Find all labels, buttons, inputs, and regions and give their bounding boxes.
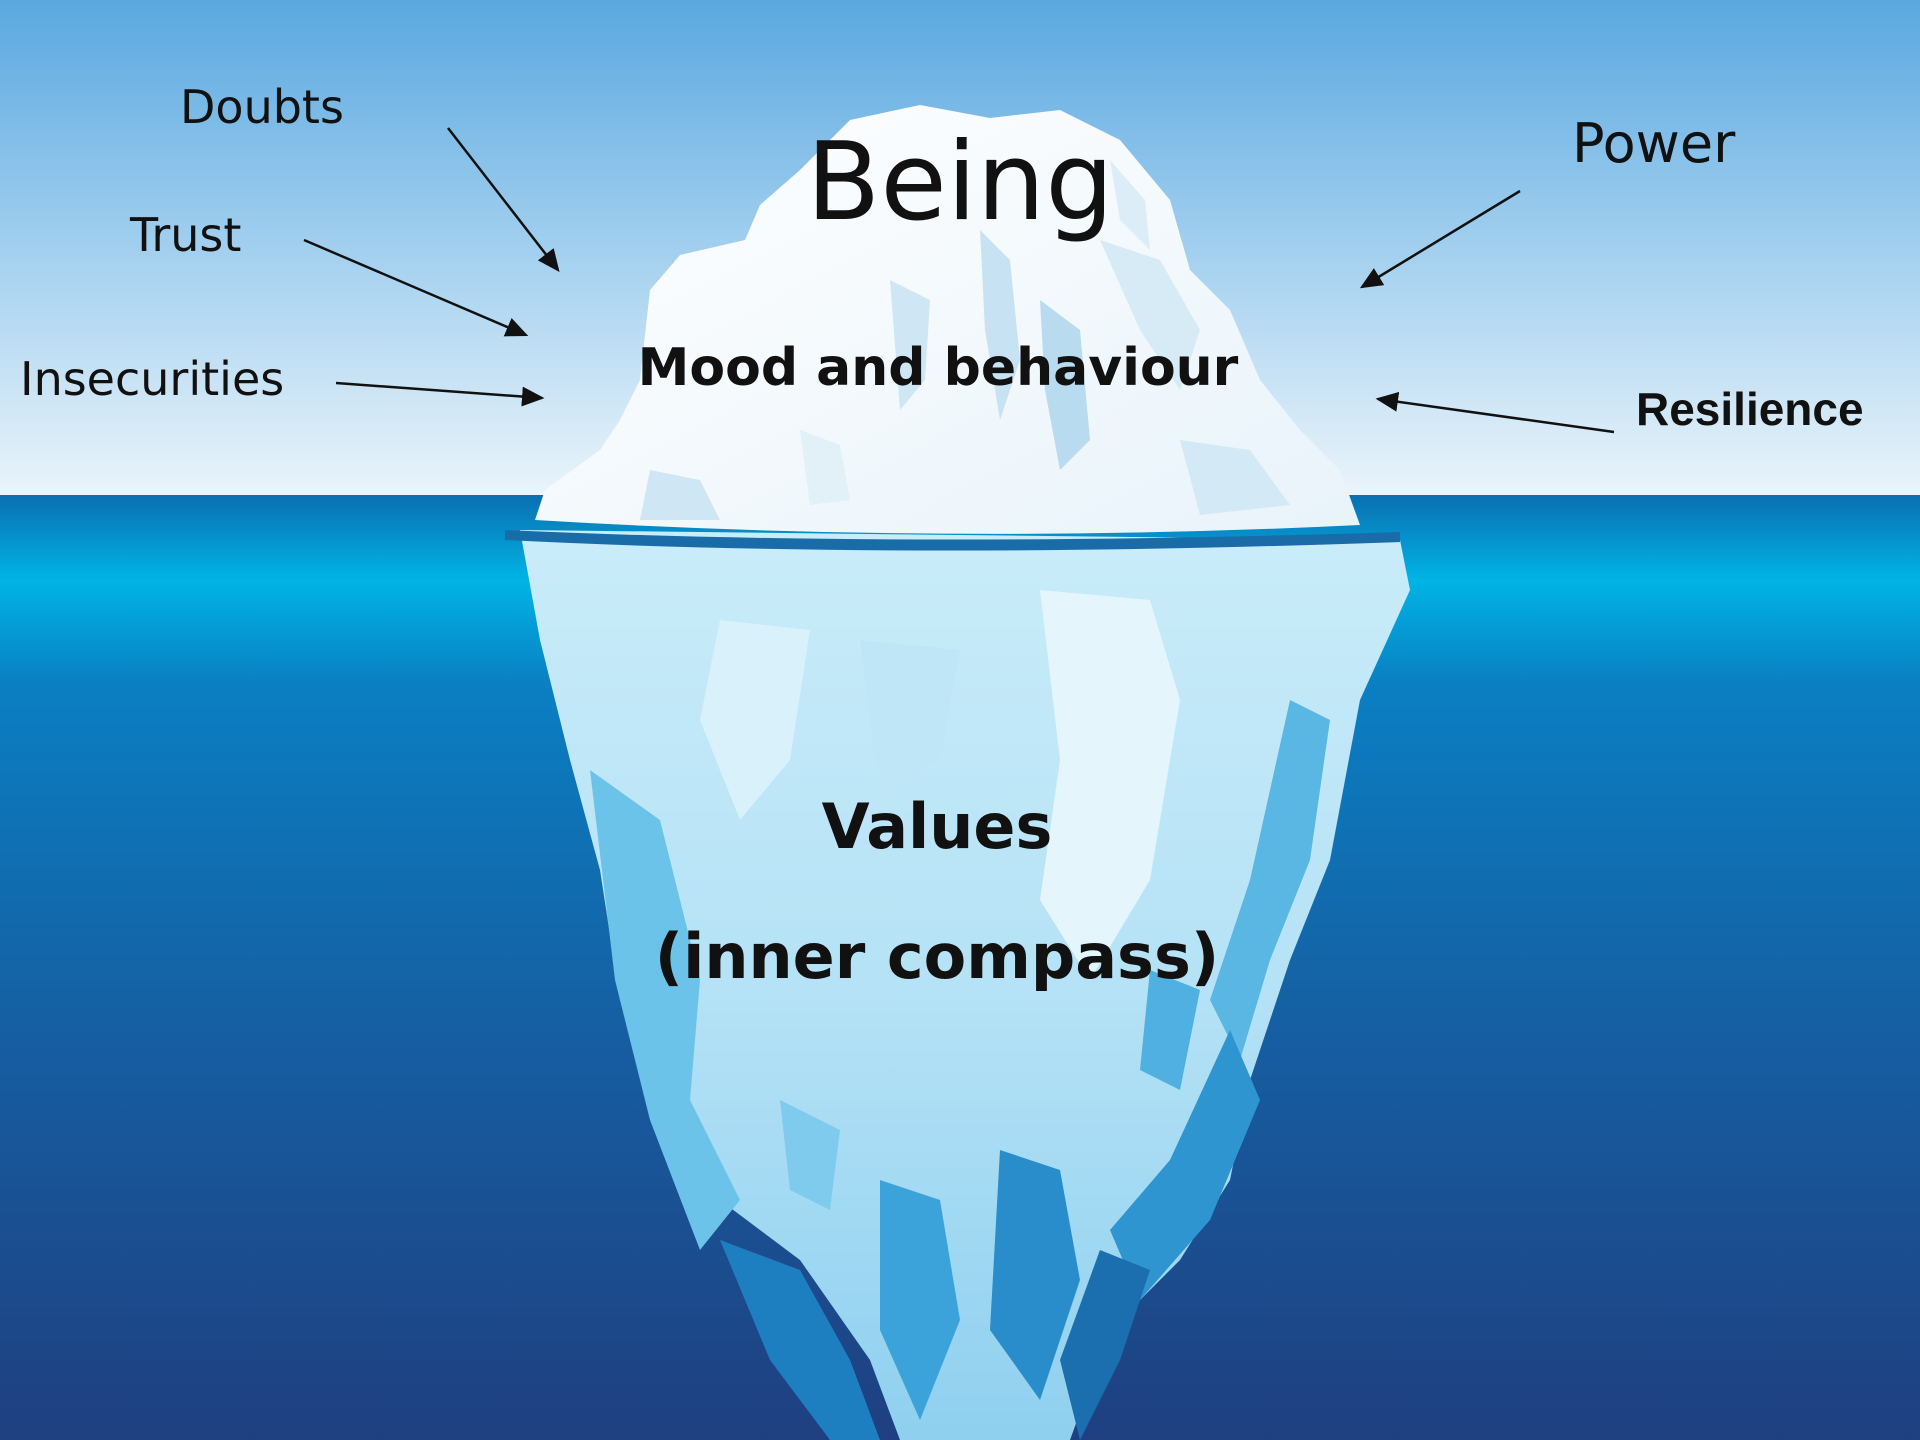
resilience-label: Resilience [1636, 383, 1864, 435]
power-arrow [1359, 189, 1521, 289]
iceberg-tip [535, 105, 1360, 534]
inner-compass-label: (inner compass) [654, 920, 1220, 993]
power-label: Power [1572, 112, 1736, 175]
mood-behaviour-label: Mood and behaviour [637, 338, 1239, 398]
resilience-arrow [1375, 391, 1615, 434]
trust-arrow [303, 238, 529, 337]
insecurities-arrow [335, 381, 545, 407]
iceberg-underwater [520, 530, 1410, 1440]
doubts-label: Doubts [180, 80, 344, 134]
waterline [505, 530, 1400, 551]
values-label: Values [821, 790, 1053, 863]
doubts-arrow [447, 127, 560, 272]
trust-label: Trust [130, 208, 242, 262]
insecurities-label: Insecurities [20, 352, 285, 406]
being-title: Being [806, 120, 1114, 245]
